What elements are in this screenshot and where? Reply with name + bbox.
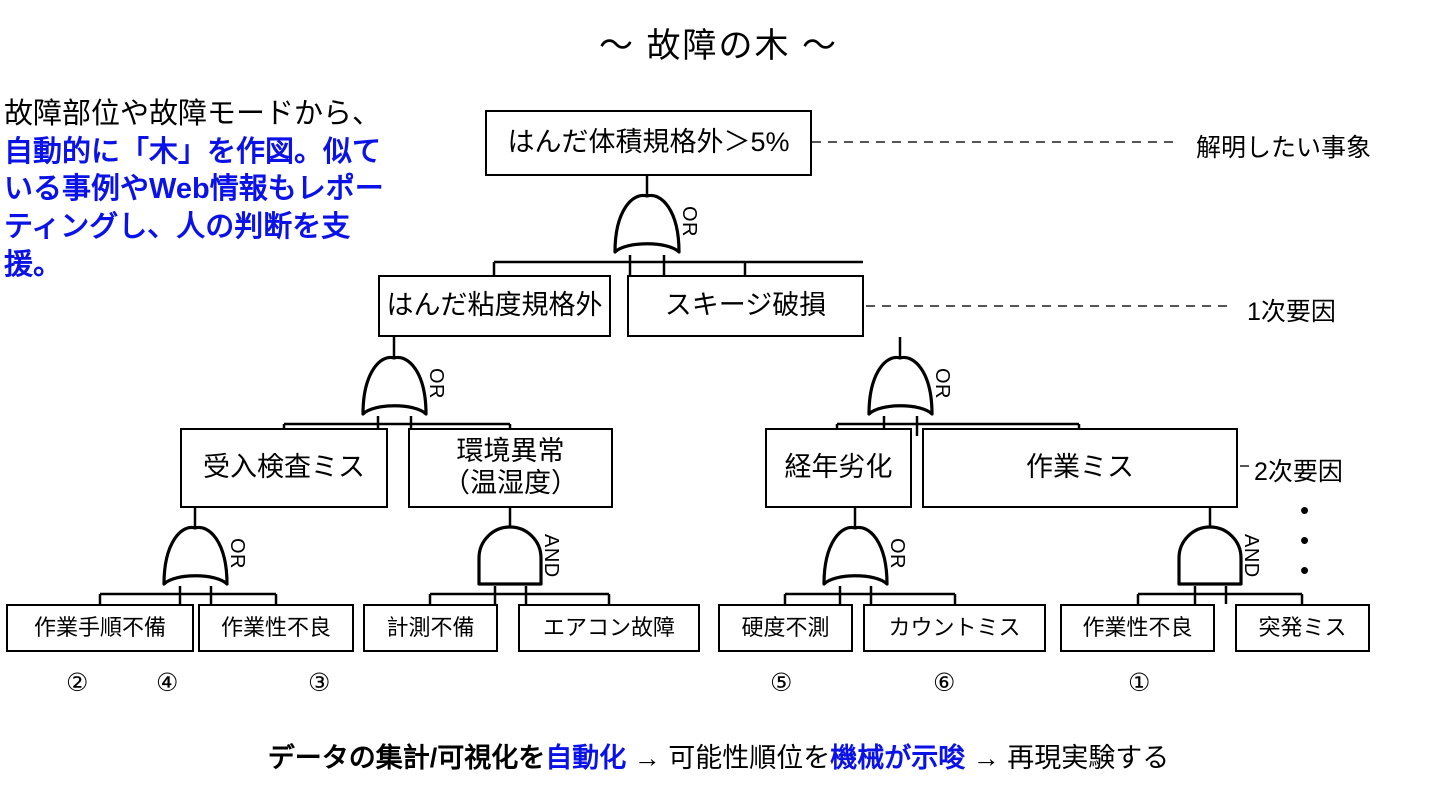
- tier-label-primary-factor: 1次要因: [1247, 298, 1336, 326]
- caption-part-3: 再現実験する: [1007, 743, 1170, 773]
- node-level1-solder-viscosity[interactable]: はんだ粘度規格外: [378, 275, 611, 337]
- leaf-node-7[interactable]: 突発ミス: [1235, 604, 1370, 652]
- caption-highlight-2: 機械が示唆: [830, 743, 966, 773]
- leaf-rank-4: ⑤: [770, 669, 793, 697]
- lead-highlight-text: 自動的に「木」を作図。似ている事例やWeb情報もレポーティングし、人の判断を支援…: [4, 135, 384, 281]
- node-level2-incoming-inspection-miss[interactable]: 受入検査ミス: [180, 428, 388, 508]
- leaf-node-0[interactable]: 作業手順不備: [6, 604, 194, 652]
- caption-arrow-2: →: [965, 743, 1008, 773]
- node-level2-aging-degradation[interactable]: 経年劣化: [765, 428, 912, 508]
- node-top-event[interactable]: はんだ体積規格外＞5%: [485, 110, 812, 176]
- node-level2-work-mistake[interactable]: 作業ミス: [922, 428, 1238, 508]
- leaf-node-2[interactable]: 計測不備: [363, 604, 498, 652]
- caption-arrow-1: →: [626, 743, 669, 773]
- page-title: 〜 故障の木 〜: [599, 27, 838, 65]
- leaf-node-6[interactable]: 作業性不良: [1060, 604, 1215, 652]
- leaf-rank-5: ⑥: [933, 669, 956, 697]
- caption-part-1: データの集計/可視化を: [267, 743, 546, 773]
- footer-caption: データの集計/可視化を自動化 → 可能性順位を機械が示唆 → 再現実験する: [0, 736, 1437, 775]
- leaf-rank-2: ③: [308, 669, 331, 697]
- leaf-rank-1: ④: [156, 669, 179, 697]
- caption-part-2: 可能性順位を: [668, 743, 831, 773]
- tier-ellipsis: • • •: [1300, 495, 1310, 585]
- node-level1-squeegee-damage[interactable]: スキージ破損: [627, 275, 864, 337]
- leaf-rank-0: ②: [66, 669, 89, 697]
- leaf-node-5[interactable]: カウントミス: [863, 604, 1046, 652]
- caption-highlight-1: 自動化: [545, 743, 627, 773]
- leaf-node-3[interactable]: エアコン故障: [518, 604, 700, 652]
- lead-paragraph: 故障部位や故障モードから、自動的に「木」を作図。似ている事例やWeb情報もレポー…: [4, 96, 390, 284]
- tier-label-top-event: 解明したい事象: [1196, 134, 1372, 162]
- leaf-node-1[interactable]: 作業性不良: [198, 604, 354, 652]
- node-level2-environment-anomaly[interactable]: 環境異常 （温湿度）: [408, 428, 613, 508]
- lead-plain-text: 故障部位や故障モードから、: [4, 98, 382, 130]
- tier-label-secondary-factor: 2次要因: [1254, 458, 1343, 486]
- leaf-node-4[interactable]: 硬度不測: [718, 604, 853, 652]
- node-level2-environment-anomaly-label: 環境異常 （温湿度）: [443, 436, 578, 498]
- leaf-rank-6: ①: [1128, 669, 1151, 697]
